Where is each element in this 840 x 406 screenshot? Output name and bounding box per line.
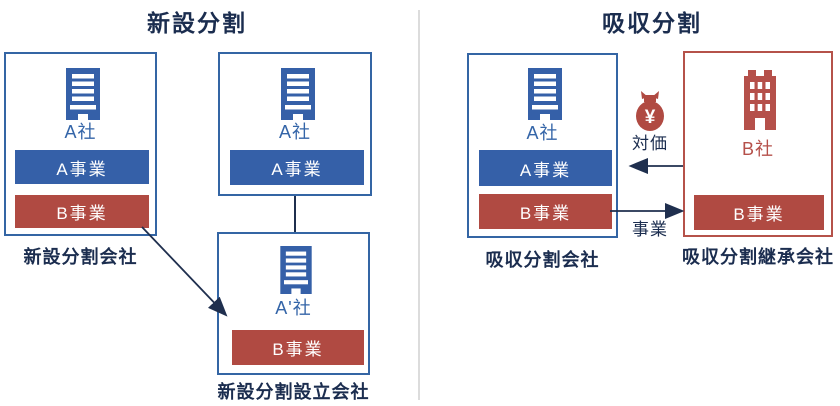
section-divider: [418, 10, 420, 400]
business-b-bar: B事業: [694, 195, 824, 230]
split-transfer-arrow: [141, 226, 228, 317]
right-successor-company-box: B社 B事業: [683, 51, 833, 237]
company-name: A社: [278, 122, 311, 142]
company-name: B社: [741, 139, 774, 159]
left-parent-company-box: A社 A事業: [218, 52, 372, 196]
business-b-bar: B事業: [15, 195, 149, 228]
yen-symbol: ¥: [645, 107, 656, 128]
left-new-company-box: A'社 B事業: [217, 232, 370, 375]
business-a-bar: A事業: [15, 150, 149, 184]
building-icon: [525, 68, 565, 120]
business-transfer-label: 事業: [632, 220, 668, 239]
money-bag-icon: ¥: [632, 90, 668, 132]
left-section-title: 新設分割: [147, 10, 247, 36]
left-source-company-box: A社 A事業 B事業: [4, 52, 157, 236]
right-section-title: 吸収分割: [602, 10, 702, 36]
business-a-bar: A事業: [230, 150, 364, 185]
consideration-label: 対価: [632, 134, 668, 153]
business-b-bar: B事業: [232, 330, 364, 365]
building-icon: [63, 68, 103, 120]
business-b-bar: B事業: [479, 194, 612, 229]
building-icon: [278, 68, 318, 120]
left-new-company-caption: 新設分割設立会社: [217, 382, 370, 402]
business-a-bar: A事業: [479, 150, 612, 186]
left-source-company-caption: 新設分割会社: [23, 247, 138, 267]
company-name: A社: [64, 122, 97, 142]
company-name: A'社: [275, 298, 312, 318]
company-name: A社: [526, 123, 559, 143]
office-building-icon: [740, 70, 780, 130]
right-source-company-caption: 吸収分割会社: [485, 250, 600, 270]
right-successor-company-caption: 吸収分割継承会社: [682, 247, 834, 267]
building-icon: [277, 246, 315, 294]
right-source-company-box: A社 A事業 B事業: [467, 53, 618, 238]
